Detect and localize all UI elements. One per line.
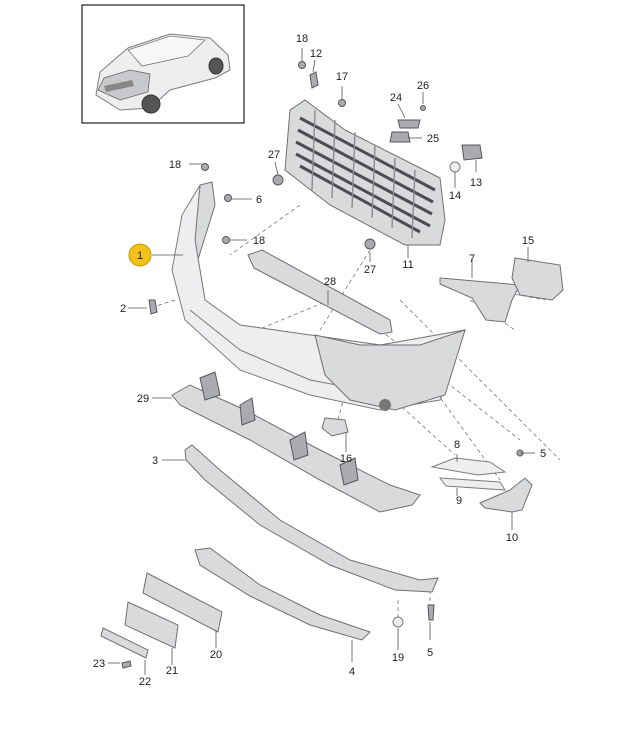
callout-18c: 18	[253, 235, 265, 247]
callout-11: 11	[402, 259, 413, 271]
callout-4: 4	[349, 666, 355, 678]
callout-2: 2	[120, 303, 126, 315]
air-guide-frame	[511, 257, 564, 301]
callout-17: 17	[336, 71, 348, 83]
sensor-holder	[321, 417, 349, 437]
callout-labels: 1 2 3 4 5 5 6 7 8 9 10 11 12 13 14 15 16…	[93, 33, 546, 688]
callout-5b: 5	[427, 647, 433, 659]
air-duct-bracket	[439, 277, 521, 323]
callout-27a: 27	[268, 149, 280, 161]
hardware-fasteners	[121, 61, 524, 669]
highlight-marker	[128, 243, 152, 267]
trim-panel-lower	[438, 477, 506, 491]
callout-21: 21	[166, 665, 178, 677]
callout-9: 9	[456, 495, 462, 507]
callout-14: 14	[449, 190, 461, 202]
callout-27b: 27	[364, 264, 376, 276]
callout-29: 29	[137, 393, 149, 405]
callout-12: 12	[310, 48, 322, 60]
trim-panel-upper	[430, 457, 507, 476]
callout-28: 28	[324, 276, 336, 288]
license-plate-bracket	[142, 572, 223, 633]
callout-19: 19	[392, 652, 404, 664]
side-air-guide	[479, 477, 533, 513]
callout-5a: 5	[540, 448, 546, 460]
license-plate-carrier	[124, 601, 179, 649]
vehicle-thumbnail	[81, 4, 245, 124]
callout-22: 22	[139, 676, 151, 688]
callout-23: 23	[93, 658, 105, 670]
mounting-strip	[100, 627, 149, 659]
callout-20: 20	[210, 649, 222, 661]
callout-13: 13	[470, 177, 482, 189]
callout-25: 25	[427, 133, 439, 145]
callout-10: 10	[506, 532, 518, 544]
callout-24: 24	[390, 92, 402, 104]
lower-carrier	[171, 371, 421, 513]
bumper-cover	[171, 181, 466, 411]
callout-7: 7	[469, 253, 475, 265]
callout-15: 15	[522, 235, 534, 247]
callout-3: 3	[152, 455, 158, 467]
upper-grille	[284, 99, 446, 246]
grille-trim-strip	[247, 249, 393, 335]
callout-16: 16	[340, 453, 352, 465]
leader-lines	[108, 48, 535, 675]
callout-6: 6	[256, 194, 262, 206]
callout-18a: 18	[296, 33, 308, 45]
callout-1: 1	[137, 250, 143, 262]
lower-trim-strip	[194, 547, 371, 641]
callout-18b: 18	[169, 159, 181, 171]
callout-26: 26	[417, 80, 429, 92]
callout-8: 8	[454, 439, 460, 451]
spoiler-lip	[184, 444, 439, 593]
